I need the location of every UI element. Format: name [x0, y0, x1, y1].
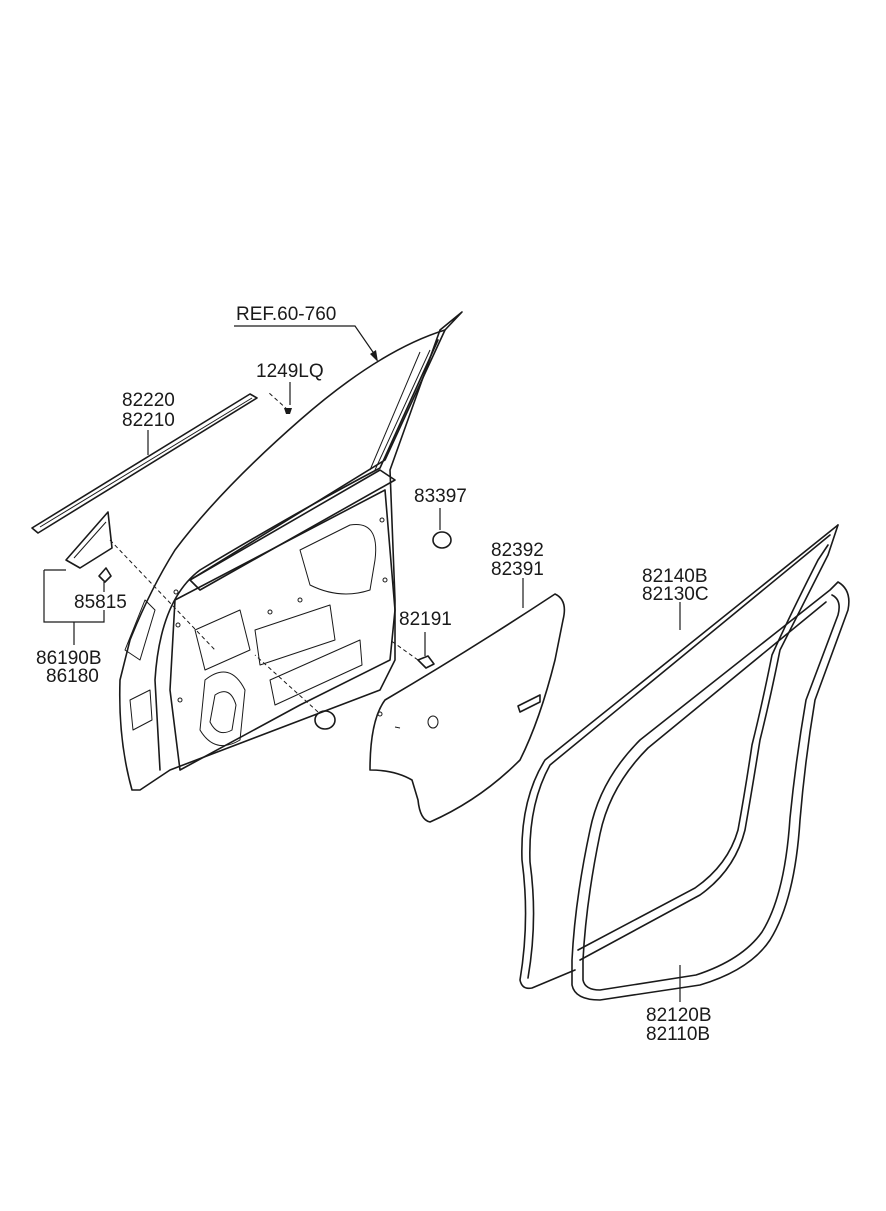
label-ref: REF.60-760 — [236, 304, 336, 325]
label-plug-b: 82191 — [399, 609, 452, 630]
label-molding-a: 82220 — [122, 390, 175, 411]
label-plug-a: 83397 — [414, 486, 467, 507]
door-panel — [118, 311, 463, 791]
part-labels: REF.60-760 1249LQ 82220 82210 83397 8239… — [36, 304, 712, 1045]
clip — [98, 567, 112, 583]
sealing-film — [369, 593, 566, 823]
door-seal — [571, 581, 850, 1001]
label-seal-inner-b: 82110B — [646, 1024, 710, 1045]
label-seal-inner-a: 82120B — [646, 1005, 712, 1026]
window-molding — [31, 393, 258, 534]
label-molding-b: 82210 — [122, 410, 175, 431]
label-seal-outer-b: 82130C — [642, 584, 709, 605]
delta-garnish — [65, 511, 216, 651]
leader-lines — [43, 325, 681, 1002]
bolt — [267, 391, 292, 414]
plug-82191 — [389, 639, 435, 669]
plug-83397 — [432, 531, 452, 549]
label-seal-outer-a: 82140B — [642, 566, 708, 587]
plug-lower — [254, 654, 336, 730]
label-clip: 85815 — [74, 592, 127, 613]
label-garnish-b: 86180 — [46, 666, 99, 687]
label-bolt: 1249LQ — [256, 361, 324, 382]
label-film-b: 82391 — [491, 559, 544, 580]
label-film-a: 82392 — [491, 540, 544, 561]
label-garnish-a: 86190B — [36, 648, 102, 669]
